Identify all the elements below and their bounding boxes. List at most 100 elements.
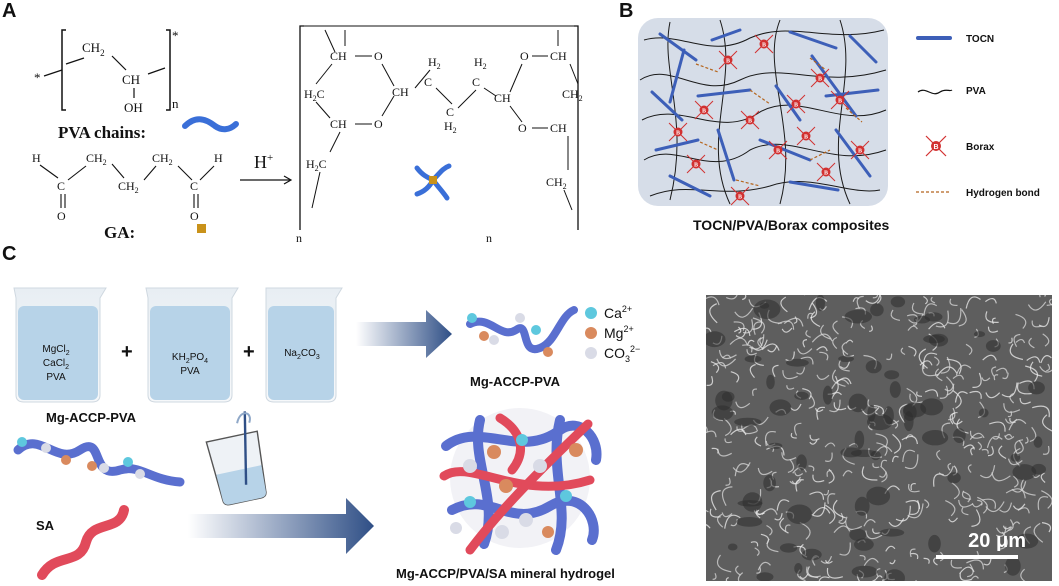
ga-o-left: O — [57, 209, 66, 223]
catalyst-label: H+ — [254, 152, 273, 172]
product-ch-5: CH — [550, 49, 567, 63]
product-ch-2: CH — [330, 117, 347, 131]
star-right: * — [172, 28, 179, 43]
legend: TOCN PVA B Borax Hydrogen bond — [916, 34, 1040, 199]
beaker-3: Na2CO3 — [265, 287, 343, 403]
stirring-beaker-icon — [205, 411, 267, 506]
svg-text:B: B — [818, 77, 822, 83]
borax-crosslink: B — [686, 154, 706, 174]
product-ch2-r2: CH2 — [546, 175, 567, 191]
beaker1-mgcl2: MgCl2 — [42, 344, 69, 357]
borax-crosslink: B — [816, 162, 836, 182]
pva-chains-label: PVA chains: — [58, 123, 146, 142]
sem-texture — [706, 295, 1052, 581]
label-hydrogel: Mg-ACCP/PVA/SA mineral hydrogel — [396, 566, 615, 581]
beaker1-pva: PVA — [46, 372, 66, 383]
ga-molecule: H C O CH2 CH2 CH2 C O H — [32, 151, 223, 223]
ga-label: GA: — [104, 223, 135, 242]
svg-text:B: B — [702, 109, 706, 115]
svg-text:B: B — [933, 144, 938, 151]
beaker2-pva: PVA — [180, 366, 200, 377]
borax-crosslink: B — [668, 122, 688, 142]
ga-ch2-1: CH2 — [86, 151, 107, 167]
product-o-2: O — [374, 117, 383, 131]
svg-text:B: B — [726, 59, 730, 65]
star-left: * — [34, 70, 41, 85]
borax-crosslink: B — [768, 140, 788, 160]
ga-square-icon — [197, 224, 206, 233]
panel-label-b: B — [619, 0, 634, 22]
legend-tocn: TOCN — [966, 34, 994, 45]
borax-crosslink: B — [730, 186, 750, 206]
product-c-2: C — [446, 105, 454, 119]
sem-micrograph: 20 μm — [706, 295, 1052, 581]
product-o-1: O — [374, 49, 383, 63]
repeat-n-1: n — [172, 96, 179, 111]
pva-ch: CH — [122, 72, 140, 87]
crosslink-cluster-icon — [414, 163, 452, 201]
svg-text:B: B — [762, 43, 766, 49]
ga-h-right: H — [214, 151, 223, 165]
product-h2-3: H2 — [474, 55, 487, 71]
repeat-n-3: n — [486, 231, 492, 245]
product-o-4: O — [518, 121, 527, 135]
product-h2-1: H2 — [428, 55, 441, 71]
label-mg-accp-pva-right: Mg-ACCP-PVA — [470, 374, 561, 389]
crosslinked-product: n n CH O H2C CH O CH H2C H2 C C H2 H2 C … — [296, 25, 583, 245]
arrow-to-hydrogel — [188, 498, 374, 554]
pva-network-lines — [639, 19, 887, 205]
borax-cross-icon: B — [925, 135, 947, 157]
product-c-1: C — [424, 75, 432, 89]
ion-legend: Ca2+ Mg2+ CO32− — [585, 304, 640, 364]
svg-text:B: B — [676, 131, 680, 137]
mineral-hydrogel-cluster — [439, 408, 602, 555]
composite-caption: TOCN/PVA/Borax composites — [693, 217, 890, 233]
borax-crosslink: B — [796, 126, 816, 146]
svg-text:B: B — [838, 99, 842, 105]
product-h2c-1: H2C — [304, 87, 325, 103]
beaker3-na2co3: Na2CO3 — [284, 348, 320, 361]
mg-accp-pva-complex-left — [13, 437, 185, 487]
svg-text:B: B — [694, 163, 698, 169]
label-mg-accp-pva-left: Mg-ACCP-PVA — [46, 410, 137, 425]
borax-crosslink: B — [718, 50, 738, 70]
beaker2-kh2po4: KH2PO4 — [172, 352, 208, 365]
co3-ion-icon — [585, 347, 597, 359]
arrow-to-complex — [356, 310, 452, 358]
product-ch-4: CH — [494, 91, 511, 105]
borax-crosslink: B — [754, 34, 774, 54]
product-h2c-2: H2C — [306, 157, 327, 173]
svg-text:B: B — [804, 135, 808, 141]
product-h2-2: H2 — [444, 119, 457, 135]
product-ch-3: CH — [392, 85, 409, 99]
product-c-3: C — [472, 75, 480, 89]
scale-bar-label: 20 μm — [968, 530, 1026, 552]
borax-crosslink: B — [830, 90, 850, 110]
repeat-n-2: n — [296, 231, 302, 245]
borax-crosslink: B — [786, 94, 806, 114]
pva-ch2: CH2 — [82, 40, 105, 58]
beaker-2: KH2PO4 PVA — [145, 287, 239, 403]
beaker1-cacl2: CaCl2 — [43, 358, 69, 371]
ga-ch2-2: CH2 — [118, 179, 139, 195]
ga-c-right: C — [190, 179, 198, 193]
pva-chain-icon — [182, 116, 239, 133]
pva-repeat-unit: * CH2 CH OH * n — [34, 28, 179, 115]
product-ch-1: CH — [330, 49, 347, 63]
panel-label-c: C — [2, 243, 17, 265]
plus-1: + — [121, 341, 133, 363]
panel-b-composite-schematic: B B B B B B B B B B B B B B TOCN/PVA/Borax composites… — [638, 18, 1040, 233]
svg-text:B: B — [794, 103, 798, 109]
legend-pva: PVA — [966, 86, 986, 97]
svg-text:B: B — [748, 119, 752, 125]
wavy-line-icon — [917, 89, 953, 95]
ca-ion-icon — [585, 307, 597, 319]
product-o-3: O — [520, 49, 529, 63]
ion-co3: CO32− — [604, 344, 640, 364]
label-sa: SA — [36, 518, 55, 533]
mg-ion-icon — [585, 327, 597, 339]
ga-o-right: O — [190, 209, 199, 223]
svg-text:B: B — [776, 149, 780, 155]
svg-text:B: B — [824, 171, 828, 177]
